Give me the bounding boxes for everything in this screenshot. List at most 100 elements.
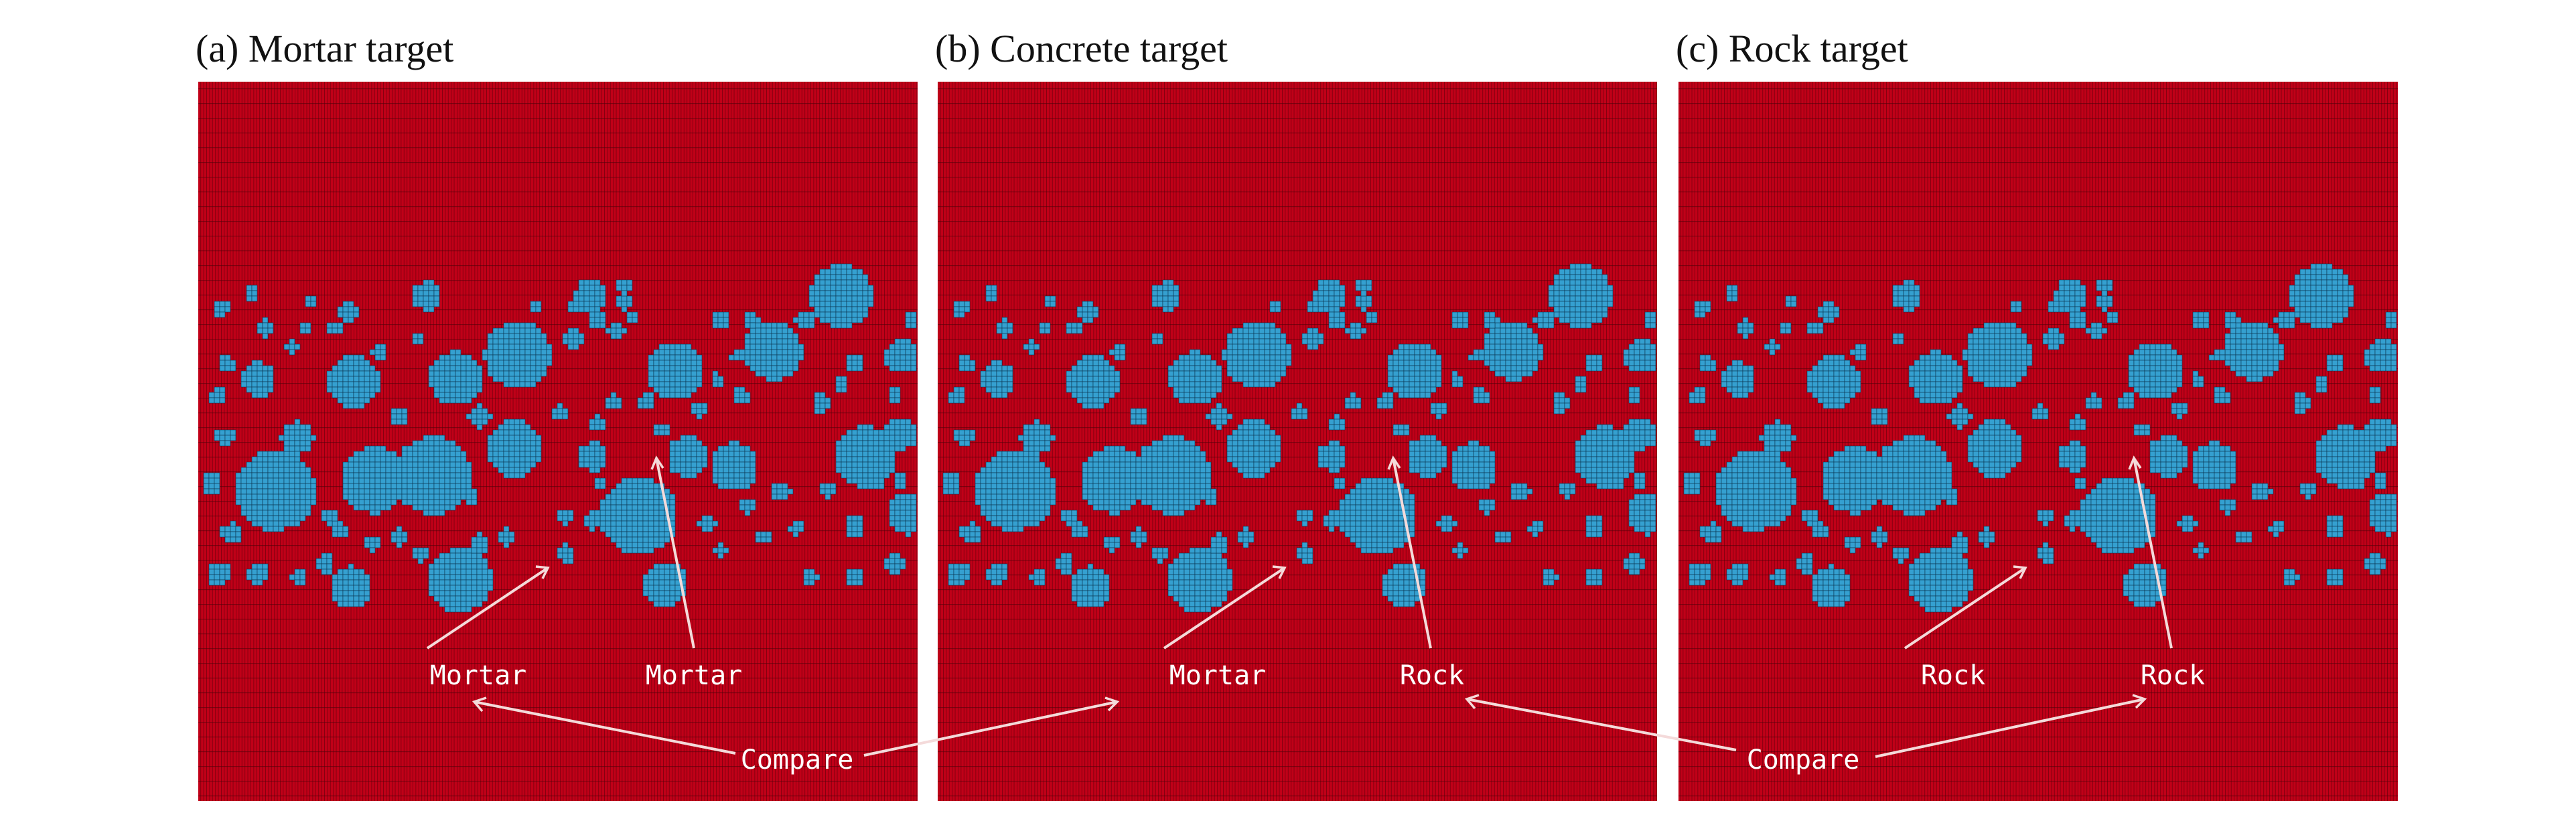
- aggregate-cell: [900, 344, 906, 350]
- aggregate-cell: [1184, 606, 1190, 613]
- aggregate-cell: [267, 510, 274, 516]
- aggregate-cell: [1119, 344, 1126, 350]
- aggregate-cell: [358, 461, 365, 468]
- aggregate-cell: [1232, 370, 1238, 377]
- aggregate-cell: [514, 360, 520, 366]
- aggregate-cell: [626, 311, 633, 318]
- aggregate-cell: [883, 360, 890, 366]
- aggregate-cell: [508, 327, 515, 334]
- aggregate-cell: [1601, 483, 1608, 490]
- aggregate-cell: [819, 483, 826, 490]
- aggregate-cell: [251, 461, 258, 468]
- aggregate-cell: [1055, 558, 1062, 565]
- aggregate-cell: [1162, 301, 1169, 307]
- aggregate-cell: [637, 520, 644, 527]
- aggregate-cell: [1007, 483, 1013, 490]
- aggregate-cell: [1462, 311, 1469, 318]
- aggregate-cell: [712, 376, 719, 382]
- aggregate-cell: [1162, 504, 1169, 511]
- aggregate-cell: [900, 365, 906, 372]
- aggregate-cell: [1607, 301, 1614, 307]
- aggregate-cell: [674, 440, 681, 447]
- aggregate-cell: [1039, 483, 1046, 490]
- aggregate-cell: [305, 295, 311, 302]
- aggregate-cell: [1376, 499, 1383, 506]
- aggregate-cell: [910, 365, 917, 372]
- aggregate-cell: [1189, 392, 1196, 398]
- aggregate-cell: [1634, 386, 1640, 393]
- aggregate-cell: [1092, 601, 1099, 607]
- aggregate-cell: [889, 569, 896, 575]
- aggregate-cell: [873, 477, 879, 484]
- aggregate-cell: [251, 360, 258, 366]
- aggregate-cell: [342, 360, 349, 366]
- aggregate-cell: [1317, 445, 1324, 452]
- aggregate-cell: [390, 461, 397, 468]
- aggregate-cell: [1580, 301, 1587, 307]
- aggregate-cell: [283, 520, 290, 527]
- aggregate-cell: [1559, 301, 1565, 307]
- aggregate-cell: [524, 467, 531, 473]
- aggregate-cell: [991, 376, 997, 382]
- aggregate-cell: [1478, 467, 1485, 473]
- aggregate-cell: [846, 295, 853, 302]
- aggregate-cell: [1173, 488, 1179, 495]
- aggregate-cell: [1317, 338, 1324, 345]
- aggregate-cell: [792, 349, 799, 356]
- aggregate-cell: [1516, 354, 1522, 361]
- aggregate-cell: [342, 370, 349, 377]
- aggregate-cell: [1162, 456, 1169, 463]
- aggregate-cell: [642, 542, 649, 548]
- aggregate-cell: [380, 477, 386, 484]
- aggregate-cell: [508, 424, 515, 431]
- aggregate-cell: [819, 274, 826, 281]
- aggregate-cell: [1114, 499, 1121, 506]
- aggregate-cell: [991, 477, 997, 484]
- aggregate-cell: [444, 494, 451, 500]
- aggregate-cell: [1382, 526, 1388, 532]
- aggregate-cell: [900, 483, 906, 490]
- aggregate-cell: [1360, 504, 1367, 511]
- aggregate-cell: [701, 402, 708, 409]
- aggregate-cell: [1628, 499, 1635, 506]
- aggregate-cell: [1146, 494, 1153, 500]
- aggregate-cell: [610, 510, 617, 516]
- aggregate-cell: [910, 322, 917, 329]
- aggregate-cell: [1457, 477, 1463, 484]
- aggregate-cell: [1334, 311, 1340, 318]
- aggregate-cell: [1494, 531, 1501, 538]
- aggregate-cell: [396, 536, 403, 543]
- aggregate-cell: [578, 445, 585, 452]
- aggregate-cell: [1248, 424, 1255, 431]
- aggregate-cell: [1023, 467, 1029, 473]
- aggregate-cell: [358, 590, 365, 597]
- aggregate-cell: [407, 461, 413, 468]
- aggregate-cell: [1082, 311, 1088, 318]
- aggregate-cell: [567, 306, 574, 313]
- aggregate-cell: [1339, 510, 1346, 516]
- aggregate-cell: [830, 274, 837, 281]
- aggregate-cell: [744, 349, 751, 356]
- aggregate-cell: [1516, 333, 1522, 340]
- aggregate-cell: [514, 456, 520, 463]
- aggregate-cell: [1360, 499, 1367, 506]
- aggregate-cell: [980, 499, 987, 506]
- aggregate-cell: [1596, 531, 1603, 538]
- aggregate-cell: [439, 445, 445, 452]
- aggregate-cell: [246, 504, 253, 511]
- aggregate-cell: [390, 472, 397, 479]
- aggregate-cell: [889, 397, 896, 404]
- aggregate-cell: [503, 429, 510, 436]
- aggregate-cell: [953, 435, 960, 441]
- aggregate-cell: [1066, 569, 1072, 575]
- aggregate-cell: [1441, 445, 1447, 452]
- aggregate-cell: [433, 494, 440, 500]
- aggregate-cell: [1173, 477, 1179, 484]
- aggregate-cell: [996, 579, 1003, 586]
- aggregate-cell: [1194, 472, 1201, 479]
- aggregate-cell: [498, 531, 504, 538]
- aggregate-cell: [755, 349, 762, 356]
- aggregate-cell: [466, 461, 472, 468]
- aggregate-cell: [1532, 338, 1539, 345]
- aggregate-cell: [492, 365, 499, 372]
